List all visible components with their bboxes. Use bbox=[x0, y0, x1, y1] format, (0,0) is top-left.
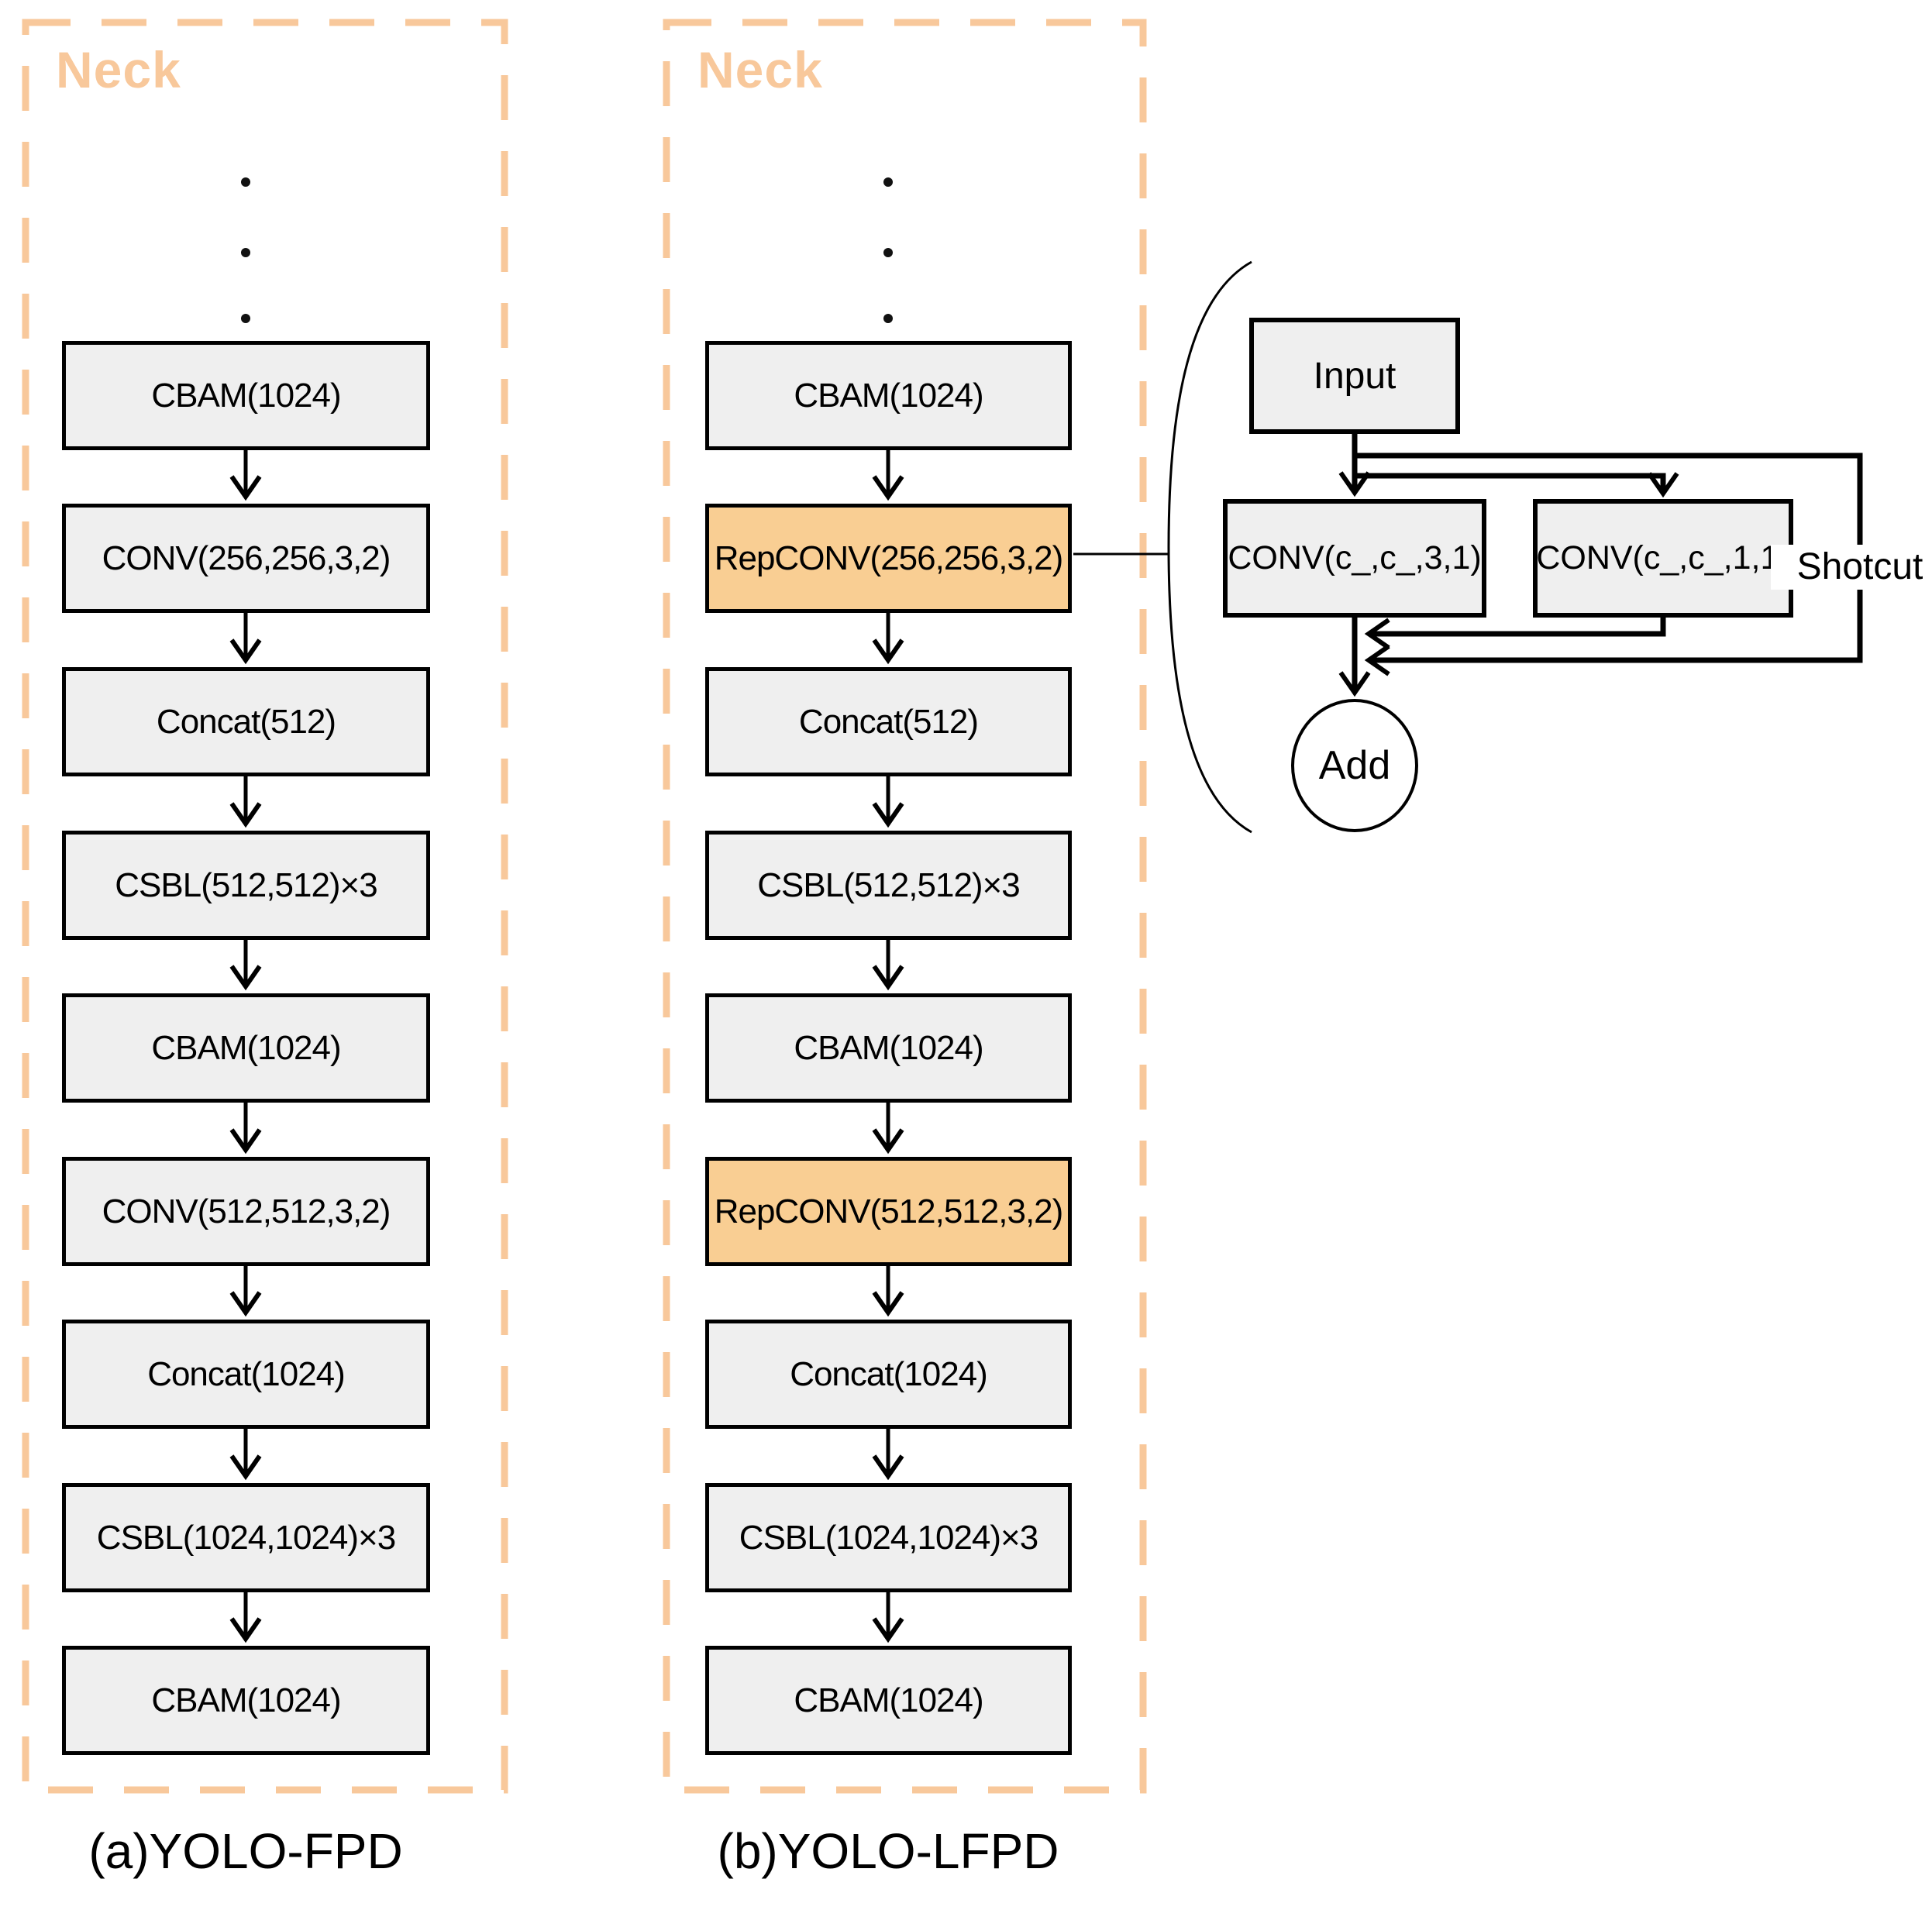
box-a-cbam-3: CBAM(1024) bbox=[62, 1646, 430, 1755]
neck-label-b: Neck bbox=[697, 41, 823, 98]
detail-conv1x1-box: CONV(c_,c_,1,1) bbox=[1533, 499, 1793, 618]
caption-yolo-lfpd: (b)YOLO-LFPD bbox=[717, 1823, 1059, 1879]
box-b-cbam-1: CBAM(1024) bbox=[705, 341, 1072, 450]
box-a-concat-1: Concat(512) bbox=[62, 667, 430, 776]
shortcut-label: Shotcut bbox=[1771, 545, 1932, 590]
box-b-repconv-1: RepCONV(256,256,3,2) bbox=[705, 504, 1072, 613]
ellipsis-dot bbox=[241, 314, 250, 323]
ellipsis-dot bbox=[883, 248, 893, 257]
detail-add-node: Add bbox=[1291, 699, 1418, 832]
neck-dashed-frame-b bbox=[663, 19, 1147, 1794]
caption-yolo-fpd: (a)YOLO-FPD bbox=[88, 1823, 403, 1879]
ellipsis-dot bbox=[241, 177, 250, 187]
box-b-csbl-2: CSBL(1024,1024)×3 bbox=[705, 1483, 1072, 1592]
box-b-concat-2: Concat(1024) bbox=[705, 1320, 1072, 1429]
box-a-csbl-1: CSBL(512,512)×3 bbox=[62, 831, 430, 940]
ellipsis-dot bbox=[883, 177, 893, 187]
box-b-cbam-3: CBAM(1024) bbox=[705, 1646, 1072, 1755]
box-a-conv-2: CONV(512,512,3,2) bbox=[62, 1157, 430, 1266]
box-a-csbl-2: CSBL(1024,1024)×3 bbox=[62, 1483, 430, 1592]
box-a-conv-1: CONV(256,256,3,2) bbox=[62, 504, 430, 613]
box-a-concat-2: Concat(1024) bbox=[62, 1320, 430, 1429]
neck-label-a: Neck bbox=[56, 41, 181, 98]
neck-dashed-frame-a bbox=[22, 19, 508, 1794]
ellipsis-dot bbox=[883, 314, 893, 323]
box-a-cbam-2: CBAM(1024) bbox=[62, 993, 430, 1103]
ellipsis-dot bbox=[241, 248, 250, 257]
detail-input-box: Input bbox=[1249, 318, 1460, 434]
box-b-repconv-2: RepCONV(512,512,3,2) bbox=[705, 1157, 1072, 1266]
box-a-cbam-1: CBAM(1024) bbox=[62, 341, 430, 450]
box-b-cbam-2: CBAM(1024) bbox=[705, 993, 1072, 1103]
repconv-callout bbox=[1073, 260, 1252, 834]
box-b-concat-1: Concat(512) bbox=[705, 667, 1072, 776]
box-b-csbl-1: CSBL(512,512)×3 bbox=[705, 831, 1072, 940]
detail-conv3x3-box: CONV(c_,c_,3,1) bbox=[1223, 499, 1486, 618]
bracket-curve bbox=[1167, 260, 1252, 834]
